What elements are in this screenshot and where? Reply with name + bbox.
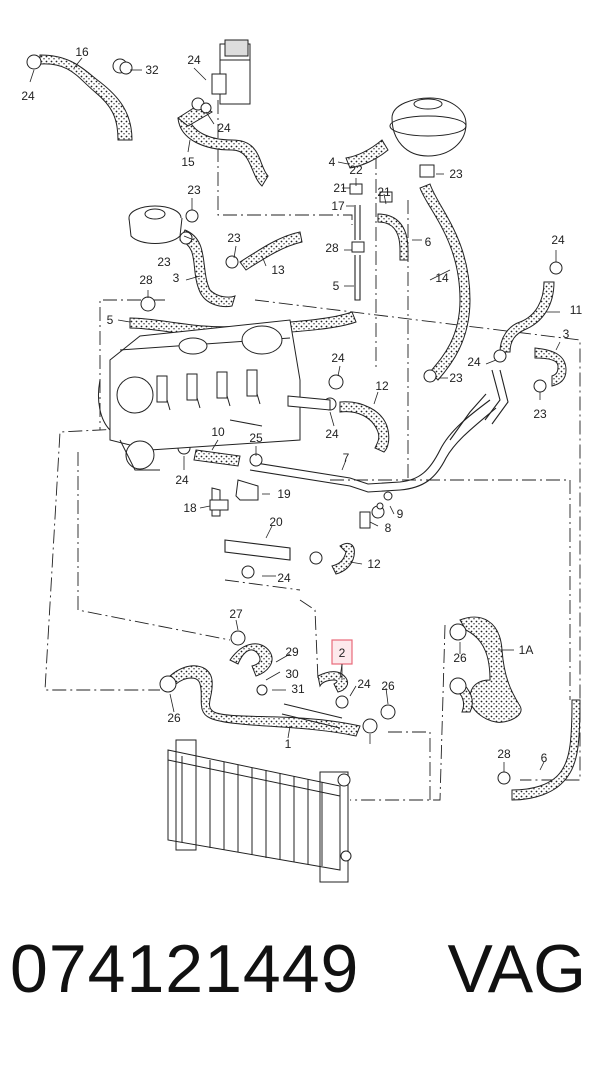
parts-diagram: 1632242424154222321211723232328613351424… (21, 39, 583, 883)
callout-c1a[interactable]: 1A (519, 643, 534, 657)
callout-c19[interactable]: 19 (277, 487, 291, 501)
highlighted-callout-label[interactable]: 2 (339, 646, 346, 660)
control-valve (211, 39, 251, 105)
callout-c23b[interactable]: 23 (187, 183, 201, 197)
callout-c5b[interactable]: 5 (333, 279, 340, 293)
hose-1 (169, 665, 361, 737)
brand-label: VAG (447, 931, 586, 1007)
hose-16 (39, 54, 133, 141)
callout-c24j[interactable]: 24 (357, 677, 371, 691)
callout-c14[interactable]: 14 (435, 271, 449, 285)
callout-c23d[interactable]: 23 (157, 255, 171, 269)
hose-12b (331, 542, 355, 575)
hose-13 (239, 231, 303, 271)
hose-2 (317, 671, 349, 693)
metal-pipes (224, 205, 509, 729)
callout-c21b[interactable]: 21 (377, 185, 391, 199)
callout-c28c[interactable]: 28 (497, 747, 511, 761)
callout-c24d[interactable]: 24 (551, 233, 565, 247)
callout-c30[interactable]: 30 (285, 667, 299, 681)
callout-c23f[interactable]: 23 (533, 407, 547, 421)
callout-c26b[interactable]: 26 (381, 679, 395, 693)
highlight-leader (339, 663, 343, 679)
callout-c21a[interactable]: 21 (333, 181, 347, 195)
callout-c12a[interactable]: 12 (375, 379, 389, 393)
callout-c25[interactable]: 25 (249, 431, 263, 445)
callout-c24f[interactable]: 24 (331, 351, 345, 365)
thermostat-housing (128, 205, 183, 244)
callout-c6a[interactable]: 6 (425, 235, 432, 249)
engine-block (97, 319, 301, 471)
callout-c23a[interactable]: 23 (449, 167, 463, 181)
part-number: 074121449 (10, 931, 360, 1007)
callout-c24i[interactable]: 24 (277, 571, 291, 585)
callout-c5a[interactable]: 5 (107, 313, 114, 327)
callout-c31[interactable]: 31 (291, 682, 305, 696)
expansion-tank (389, 97, 467, 157)
hose-6b (511, 699, 581, 801)
callout-c32[interactable]: 32 (145, 63, 159, 77)
hose-3b (534, 347, 567, 387)
callout-c24c[interactable]: 24 (217, 121, 231, 135)
callout-c24e[interactable]: 24 (467, 355, 481, 369)
radiator (167, 739, 352, 883)
callout-c1[interactable]: 1 (285, 737, 292, 751)
callout-c9[interactable]: 9 (397, 507, 404, 521)
callout-c23c[interactable]: 23 (227, 231, 241, 245)
callout-c12b[interactable]: 12 (367, 557, 381, 571)
callout-c6b[interactable]: 6 (541, 751, 548, 765)
hose-1b (229, 643, 273, 677)
callout-c28a[interactable]: 28 (325, 241, 339, 255)
callout-c3b[interactable]: 3 (563, 327, 570, 341)
callout-c27[interactable]: 27 (229, 607, 243, 621)
callout-c22[interactable]: 22 (349, 163, 363, 177)
hose-3 (179, 229, 236, 308)
callout-c15[interactable]: 15 (181, 155, 195, 169)
callout-c18[interactable]: 18 (183, 501, 197, 515)
callout-c8[interactable]: 8 (385, 521, 392, 535)
callout-c24g[interactable]: 24 (325, 427, 339, 441)
small-parts (209, 395, 393, 517)
hose-10 (193, 449, 241, 467)
callout-c23e[interactable]: 23 (449, 371, 463, 385)
hose-12 (339, 401, 390, 453)
callout-c24a[interactable]: 24 (21, 89, 35, 103)
callout-c29[interactable]: 29 (285, 645, 299, 659)
hose-14 (419, 183, 471, 381)
callout-c10[interactable]: 10 (211, 425, 225, 439)
callout-c3a[interactable]: 3 (173, 271, 180, 285)
callout-c20[interactable]: 20 (269, 515, 283, 529)
callout-c24h[interactable]: 24 (175, 473, 189, 487)
callout-c17[interactable]: 17 (331, 199, 345, 213)
hose-6a (377, 213, 409, 261)
callout-c16[interactable]: 16 (75, 45, 89, 59)
callout-c26a[interactable]: 26 (453, 651, 467, 665)
callout-c26c[interactable]: 26 (167, 711, 181, 725)
hose-11 (499, 281, 555, 353)
callout-c24b[interactable]: 24 (187, 53, 201, 67)
callout-c13[interactable]: 13 (271, 263, 285, 277)
callout-c28b[interactable]: 28 (139, 273, 153, 287)
callout-c7[interactable]: 7 (343, 451, 350, 465)
hose-4 (345, 139, 389, 169)
leader-lines (29, 57, 561, 772)
callout-c4[interactable]: 4 (329, 155, 336, 169)
callout-c11[interactable]: 11 (570, 303, 583, 317)
clamps (26, 54, 563, 785)
